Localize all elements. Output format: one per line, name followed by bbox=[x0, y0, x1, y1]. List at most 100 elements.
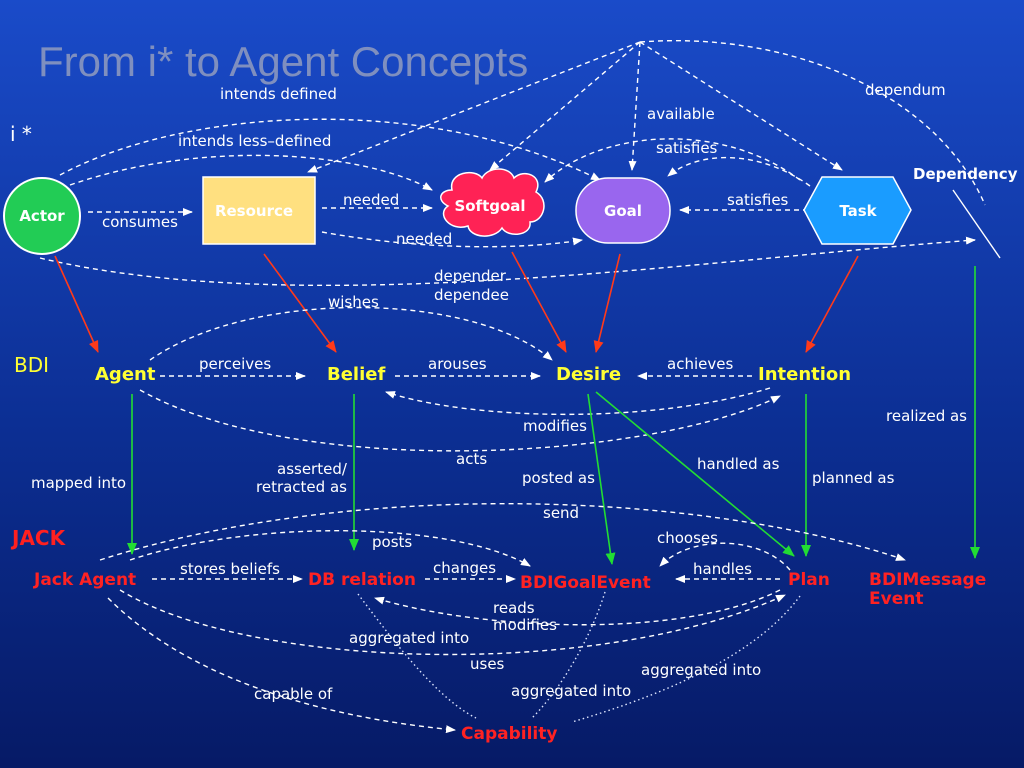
agent-node: Agent bbox=[95, 364, 156, 385]
resource-label: Resource bbox=[215, 202, 293, 220]
jack-connectors bbox=[99, 502, 906, 734]
resource-node: Resource bbox=[202, 176, 316, 245]
label-send: send bbox=[543, 504, 579, 522]
edge-dependum-dependency bbox=[639, 40, 986, 206]
bdi-connectors bbox=[139, 306, 781, 452]
db-relation-node: DB relation bbox=[308, 570, 416, 590]
edge-intends-defined bbox=[59, 118, 601, 181]
goal-label: Goal bbox=[604, 202, 642, 220]
belief-node: Belief bbox=[327, 364, 385, 385]
actor-node: Actor bbox=[3, 177, 81, 255]
edge-dependum-softgoal bbox=[489, 41, 641, 171]
edge-dependum-resource bbox=[307, 41, 641, 173]
actor-label: Actor bbox=[19, 207, 65, 225]
label-satisfies-right: satisfies bbox=[727, 191, 789, 209]
section-label-istar: i * bbox=[10, 122, 32, 146]
label-handles: handles bbox=[693, 560, 752, 578]
label-aggregated-into-1: aggregated into bbox=[349, 629, 469, 647]
label-needed-1: needed bbox=[343, 191, 399, 209]
page-title: From i* to Agent Concepts bbox=[38, 38, 528, 85]
task-label: Task bbox=[839, 202, 877, 220]
softgoal-node: Softgoal bbox=[440, 168, 545, 237]
label-wishes: wishes bbox=[328, 293, 379, 311]
edge-wishes bbox=[149, 306, 553, 361]
istar-to-bdi-arrows bbox=[54, 251, 859, 353]
label-stores-beliefs: stores beliefs bbox=[180, 560, 280, 578]
bdimessage-node-line2: Event bbox=[869, 589, 923, 609]
edge-chooses bbox=[659, 542, 791, 571]
edge-acts bbox=[139, 389, 781, 452]
label-asserted-2: retracted as bbox=[256, 478, 347, 496]
label-available: available bbox=[647, 105, 715, 123]
label-aggregated-into-2: aggregated into bbox=[641, 661, 761, 679]
label-acts: acts bbox=[456, 450, 487, 468]
edge-posts bbox=[129, 530, 531, 567]
label-consumes: consumes bbox=[102, 213, 178, 231]
edge-modifies bbox=[385, 387, 771, 416]
label-dependum: dependum bbox=[865, 81, 946, 99]
label-arouses: arouses bbox=[428, 355, 487, 373]
arrow-task-intention bbox=[805, 255, 859, 353]
label-dependee: dependee bbox=[434, 286, 509, 304]
label-changes: changes bbox=[433, 559, 496, 577]
capability-node: Capability bbox=[461, 724, 557, 744]
edge-dependum-task bbox=[639, 41, 843, 171]
label-uses: uses bbox=[470, 655, 505, 673]
edge-uses bbox=[119, 589, 786, 656]
label-handled-as: handled as bbox=[697, 455, 780, 473]
section-label-bdi: BDI bbox=[14, 353, 49, 377]
edge-needed-2 bbox=[321, 231, 583, 248]
label-aggregated-into-3: aggregated into bbox=[511, 682, 631, 700]
label-modifies-2: modifies bbox=[493, 616, 557, 634]
label-modifies: modifies bbox=[523, 417, 587, 435]
edge-aggregated-into-1 bbox=[357, 593, 477, 719]
section-label-jack: JACK bbox=[10, 526, 67, 550]
dependency-slash bbox=[952, 189, 1001, 259]
arrow-goal-desire bbox=[593, 253, 621, 353]
plan-node: Plan bbox=[788, 570, 830, 590]
goal-node: Goal bbox=[575, 177, 671, 244]
desire-node: Desire bbox=[556, 364, 621, 385]
label-intends-defined: intends defined bbox=[220, 85, 337, 103]
intention-node: Intention bbox=[758, 364, 851, 385]
edge-capable-of bbox=[107, 597, 456, 734]
edge-satisfies-top bbox=[667, 156, 811, 187]
edge-depender-dependee bbox=[39, 236, 976, 287]
label-needed-2: needed bbox=[396, 230, 452, 248]
bdigoalevent-node: BDIGoalEvent bbox=[520, 573, 651, 593]
label-achieves: achieves bbox=[667, 355, 733, 373]
label-realized-as: realized as bbox=[886, 407, 967, 425]
label-satisfies-top: satisfies bbox=[656, 139, 718, 157]
istar-connectors bbox=[39, 40, 1001, 287]
bdi-to-jack-arrows bbox=[127, 266, 980, 565]
label-intends-less-defined: intends less–defined bbox=[178, 132, 331, 150]
label-asserted-1: asserted/ bbox=[277, 460, 348, 478]
label-posted-as: posted as bbox=[522, 469, 595, 487]
bdimessage-node-line1: BDIMessage bbox=[869, 570, 986, 590]
label-chooses: chooses bbox=[657, 529, 718, 547]
edge-available bbox=[544, 138, 801, 183]
arrow-desire-plan bbox=[595, 391, 795, 557]
arrow-resource-belief bbox=[263, 253, 337, 353]
edge-reads-modifies bbox=[374, 589, 781, 626]
edge-aggregated-into-3 bbox=[571, 595, 801, 723]
arrow-actor-agent bbox=[54, 255, 99, 353]
edge-intends-less-defined bbox=[69, 154, 433, 191]
edge-send bbox=[99, 502, 906, 561]
arrow-softgoal-desire bbox=[511, 251, 567, 353]
arrow-desire-bdigoalevent bbox=[587, 393, 616, 565]
edge-dependum-goal bbox=[628, 41, 641, 171]
label-perceives: perceives bbox=[199, 355, 271, 373]
softgoal-label: Softgoal bbox=[454, 197, 525, 215]
label-depender: depender bbox=[434, 267, 507, 285]
task-node: Task bbox=[803, 176, 912, 245]
label-posts: posts bbox=[372, 533, 412, 551]
jack-agent-node: Jack Agent bbox=[33, 570, 136, 590]
label-planned-as: planned as bbox=[812, 469, 895, 487]
dependency-label: Dependency bbox=[913, 165, 1018, 183]
edge-aggregated-into-2 bbox=[531, 591, 606, 719]
label-mapped-into: mapped into bbox=[31, 474, 126, 492]
label-reads: reads bbox=[493, 599, 535, 617]
label-capable-of: capable of bbox=[254, 685, 333, 703]
